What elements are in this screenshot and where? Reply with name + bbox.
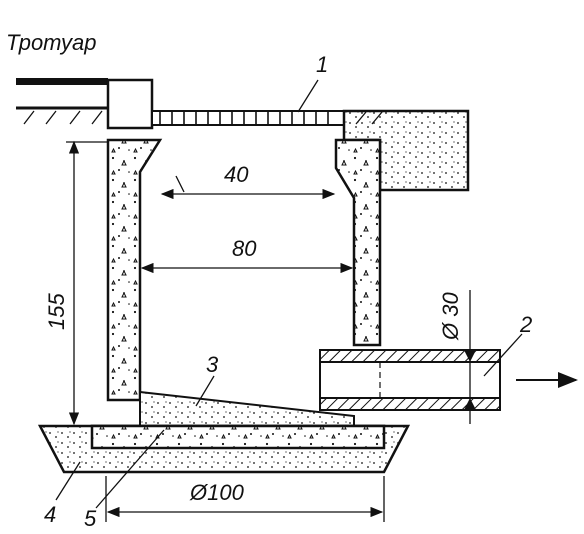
dimension-pipe: Ø 30 [438, 290, 476, 424]
dimension-depth: 155 [44, 140, 108, 426]
dimension-chamber: 80 [140, 236, 354, 274]
callout-3: 3 [195, 352, 219, 407]
dimension-base: Ø100 [105, 476, 385, 522]
sidewalk-label: Тротуар [6, 30, 97, 55]
callout-5-label: 5 [84, 506, 97, 531]
curb-stone [106, 78, 154, 130]
left-wall [106, 138, 163, 402]
outflow-pipe [319, 349, 501, 411]
bottom-slab-overlay [90, 424, 386, 450]
callout-1-label: 1 [316, 52, 328, 77]
pipe-diameter-label: Ø 30 [438, 292, 463, 341]
right-wall [334, 138, 382, 347]
manhole-grate [151, 110, 345, 126]
callout-3-label: 3 [206, 352, 219, 377]
base-diameter-label: Ø100 [189, 480, 245, 505]
dimension-neck: 40 [160, 162, 336, 200]
callout-2-label: 2 [519, 312, 532, 337]
sidewalk-slab [16, 78, 108, 125]
callout-2: 2 [483, 312, 532, 377]
callout-4-label: 4 [44, 502, 56, 527]
callout-4: 4 [44, 461, 81, 527]
callout-5: 5 [84, 429, 165, 531]
chamber-width-label: 80 [232, 236, 257, 261]
callout-1: 1 [297, 52, 328, 113]
neck-width-label: 40 [224, 162, 249, 187]
depth-label: 155 [44, 293, 69, 330]
